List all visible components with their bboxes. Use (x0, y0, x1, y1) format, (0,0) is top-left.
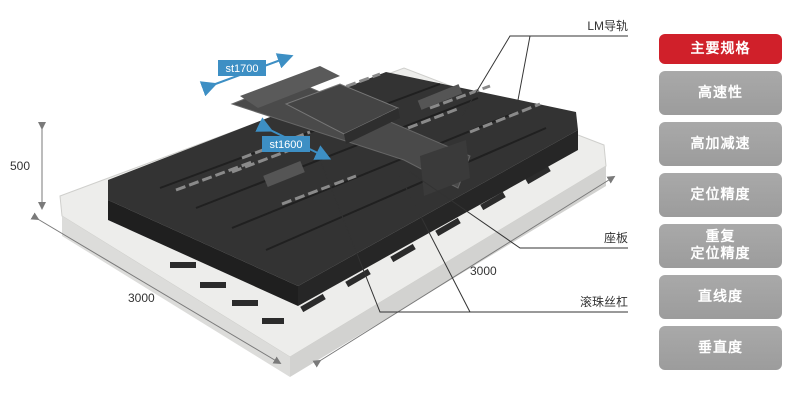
dimension-length: 3000 (30, 212, 282, 365)
callout-lm-guide: LM导轨 (461, 19, 628, 117)
callout-ball-screw: 滚珠丝杠 (319, 159, 628, 313)
stroke-x: st1700 (199, 53, 294, 97)
length-label: 3000 (128, 291, 155, 305)
menu-item-straightness[interactable]: 直线度 (659, 275, 782, 319)
menu-item-main-specs[interactable]: 主要规格 (659, 34, 782, 64)
base-plate-label: 座板 (604, 230, 628, 245)
stroke-y: st1600 (255, 117, 332, 160)
dimension-width: 3000 (312, 175, 616, 368)
menu-item-repeatability[interactable]: 重复 定位精度 (659, 224, 782, 268)
stroke-x-badge (218, 60, 266, 76)
width-label: 3000 (470, 264, 497, 278)
menu-item-high-acceleration[interactable]: 高加减速 (659, 122, 782, 166)
dimension-height: 500 (10, 122, 46, 210)
lm-guide-label: LM导轨 (587, 19, 628, 33)
callout-base-plate: 座板 (409, 171, 628, 249)
menu-item-perpendicularity[interactable]: 垂直度 (659, 326, 782, 370)
height-label: 500 (10, 159, 30, 173)
ball-screw-label: 滚珠丝杠 (580, 294, 628, 309)
stroke-y-label: st1600 (269, 139, 302, 151)
menu-item-high-speed[interactable]: 高速性 (659, 71, 782, 115)
stroke-x-label: st1700 (225, 63, 258, 75)
stroke-y-badge (262, 136, 310, 152)
menu-item-positioning-accuracy[interactable]: 定位精度 (659, 173, 782, 217)
